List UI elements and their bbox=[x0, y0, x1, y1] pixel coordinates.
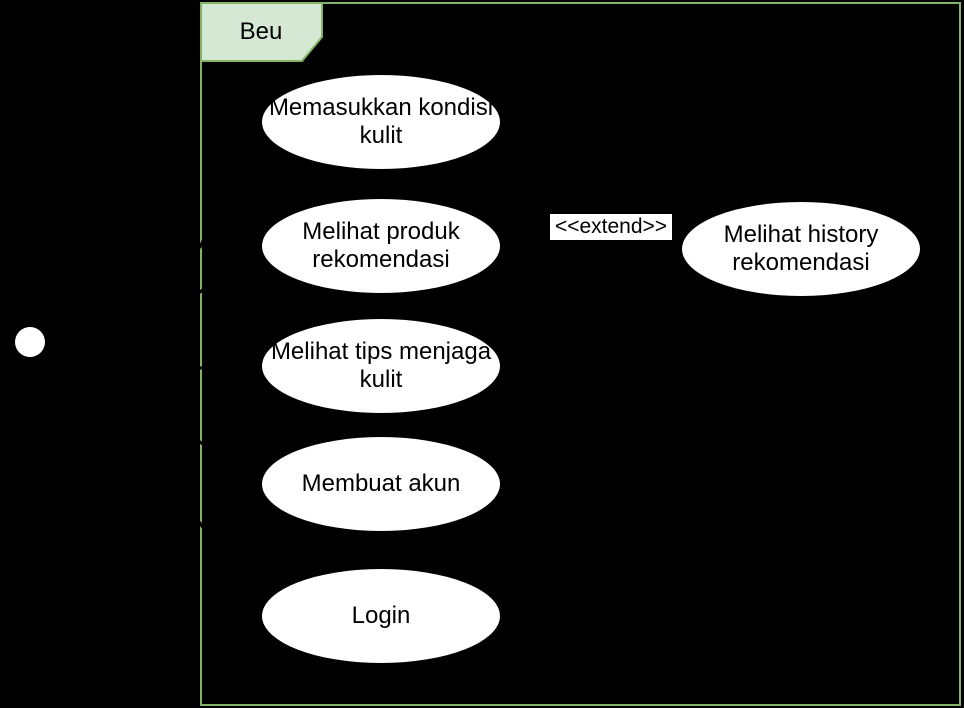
use-case-memasukkan-kondisi-kulit: Memasukkan kondisi kulit bbox=[262, 75, 500, 169]
system-boundary-label: Beu bbox=[239, 18, 283, 45]
use-case-login: Login bbox=[262, 569, 500, 663]
use-case-melihat-history-rekomendasi: Melihat history rekomendasi bbox=[682, 202, 920, 296]
system-boundary-tab bbox=[200, 2, 323, 62]
association-line-login bbox=[28, 340, 264, 617]
use-case-membuat-akun: Membuat akun bbox=[262, 437, 500, 531]
extend-connector-line bbox=[499, 245, 683, 250]
use-case-melihat-produk-rekomendasi: Melihat produk rekomendasi bbox=[262, 199, 500, 293]
use-case-melihat-tips-menjaga-kulit: Melihat tips menjaga kulit bbox=[262, 319, 500, 413]
association-line-melihat-produk bbox=[29, 244, 263, 344]
system-boundary-box bbox=[200, 2, 961, 706]
extend-stereotype-label: <<extend>> bbox=[550, 214, 672, 240]
association-line-melihat-tips bbox=[29, 340, 263, 370]
extend-arrowhead bbox=[498, 237, 514, 255]
association-line-memasukkan-kondisi bbox=[29, 121, 264, 344]
actor-head bbox=[15, 327, 45, 357]
actor-figure bbox=[12, 327, 48, 401]
association-line-membuat-akun bbox=[29, 340, 263, 486]
